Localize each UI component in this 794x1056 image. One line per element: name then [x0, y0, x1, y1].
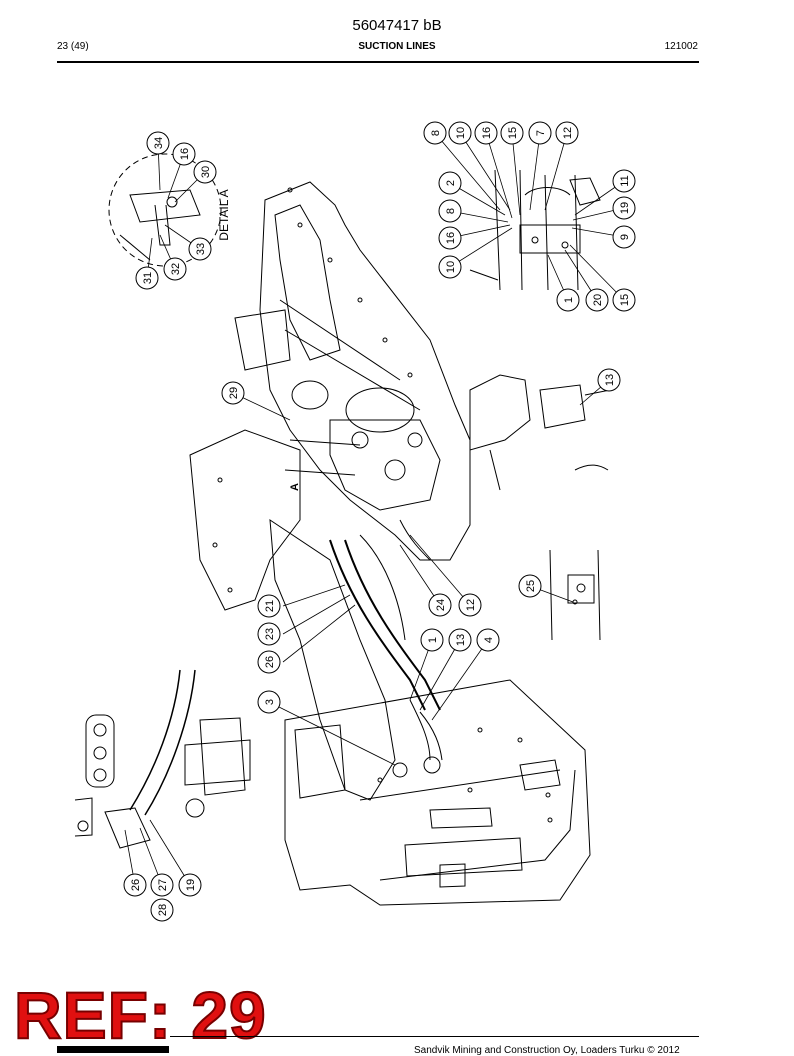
callout-2: 2 — [438, 171, 462, 195]
svg-text:13: 13 — [455, 634, 467, 646]
svg-text:29: 29 — [228, 387, 240, 399]
detail-a-label: DETAIL A — [217, 189, 231, 240]
footer-rule — [170, 1036, 699, 1037]
callout-28: 28 — [150, 898, 174, 922]
callout-34: 34 — [146, 131, 170, 155]
drawing-code: 121002 — [664, 41, 698, 52]
callout-26: 26 — [257, 650, 281, 674]
svg-text:13: 13 — [604, 374, 616, 386]
page-indicator: 23 (49) — [57, 41, 89, 52]
svg-text:19: 19 — [619, 202, 631, 214]
callout-30: 30 — [193, 160, 217, 184]
callout-23: 23 — [257, 622, 281, 646]
callout-15: 15 — [612, 288, 636, 312]
svg-text:26: 26 — [264, 656, 276, 668]
svg-text:34: 34 — [153, 137, 165, 149]
svg-text:3: 3 — [264, 699, 276, 705]
callout-31: 31 — [135, 266, 159, 290]
callout-20: 20 — [585, 288, 609, 312]
callout-1: 1 — [556, 288, 580, 312]
svg-text:12: 12 — [465, 599, 477, 611]
svg-text:16: 16 — [481, 127, 493, 139]
svg-text:1: 1 — [427, 637, 439, 643]
callout-12: 12 — [555, 121, 579, 145]
ref-stamp: REF: 29 — [13, 978, 267, 1052]
svg-text:23: 23 — [264, 628, 276, 640]
right-mid-detail — [469, 374, 611, 491]
right-bracket-detail — [549, 549, 601, 641]
svg-text:1: 1 — [563, 297, 575, 303]
svg-text:21: 21 — [264, 600, 276, 612]
svg-text:15: 15 — [507, 127, 519, 139]
callout-9: 9 — [612, 225, 636, 249]
callout-19: 19 — [612, 196, 636, 220]
callout-12: 12 — [458, 593, 482, 617]
callout-19: 19 — [178, 873, 202, 897]
svg-text:26: 26 — [130, 879, 142, 891]
callout-1: 1 — [420, 628, 444, 652]
svg-text:9: 9 — [619, 234, 631, 240]
svg-text:31: 31 — [142, 272, 154, 284]
callout-16: 16 — [474, 121, 498, 145]
svg-text:19: 19 — [185, 879, 197, 891]
svg-text:16: 16 — [445, 232, 457, 244]
svg-text:24: 24 — [435, 599, 447, 611]
callout-24: 24 — [428, 593, 452, 617]
callout-25: 25 — [518, 574, 542, 598]
callout-33: 33 — [188, 237, 212, 261]
svg-text:27: 27 — [157, 879, 169, 891]
callout-4: 4 — [476, 628, 500, 652]
svg-text:4: 4 — [483, 637, 495, 643]
callout-13: 13 — [597, 368, 621, 392]
callout-16: 16 — [438, 226, 462, 250]
page-title: SUCTION LINES — [358, 41, 436, 52]
svg-text:30: 30 — [200, 166, 212, 178]
view-marker-a: A — [289, 483, 301, 491]
callout-16: 16 — [172, 142, 196, 166]
brand-logo-strip — [57, 1046, 169, 1053]
svg-text:8: 8 — [445, 208, 457, 214]
loader-frame-outline — [189, 181, 591, 906]
svg-text:32: 32 — [170, 263, 182, 275]
svg-text:12: 12 — [562, 127, 574, 139]
svg-text:7: 7 — [535, 130, 547, 136]
callout-7: 7 — [528, 121, 552, 145]
svg-text:2: 2 — [445, 180, 457, 186]
callout-3: 3 — [257, 690, 281, 714]
svg-text:15: 15 — [619, 294, 631, 306]
callout-15: 15 — [500, 121, 524, 145]
callout-11: 11 — [612, 169, 636, 193]
callout-10: 10 — [438, 255, 462, 279]
callout-13: 13 — [448, 628, 472, 652]
callout-29: 29 — [221, 381, 245, 405]
callout-8: 8 — [438, 199, 462, 223]
svg-text:8: 8 — [430, 130, 442, 136]
svg-text:20: 20 — [592, 294, 604, 306]
callout-10: 10 — [448, 121, 472, 145]
callout-26: 26 — [123, 873, 147, 897]
svg-text:16: 16 — [179, 148, 191, 160]
svg-text:10: 10 — [445, 261, 457, 273]
callout-8: 8 — [423, 121, 447, 145]
svg-text:11: 11 — [619, 175, 631, 186]
svg-text:25: 25 — [525, 580, 537, 592]
callout-21: 21 — [257, 594, 281, 618]
svg-text:33: 33 — [195, 243, 207, 255]
svg-text:10: 10 — [455, 127, 467, 139]
svg-text:28: 28 — [157, 904, 169, 916]
footer-copyright: Sandvik Mining and Construction Oy, Load… — [414, 1045, 680, 1056]
bottom-left-detail — [74, 669, 251, 849]
callout-32: 32 — [163, 257, 187, 281]
header-rule — [57, 61, 699, 63]
callout-27: 27 — [150, 873, 174, 897]
top-right-detail — [469, 169, 601, 291]
doc-number: 56047417 bB — [352, 17, 442, 34]
technical-drawing: 34 16 30 33 32 31 8 10 16 15 7 12 2 8 16… — [74, 121, 636, 922]
